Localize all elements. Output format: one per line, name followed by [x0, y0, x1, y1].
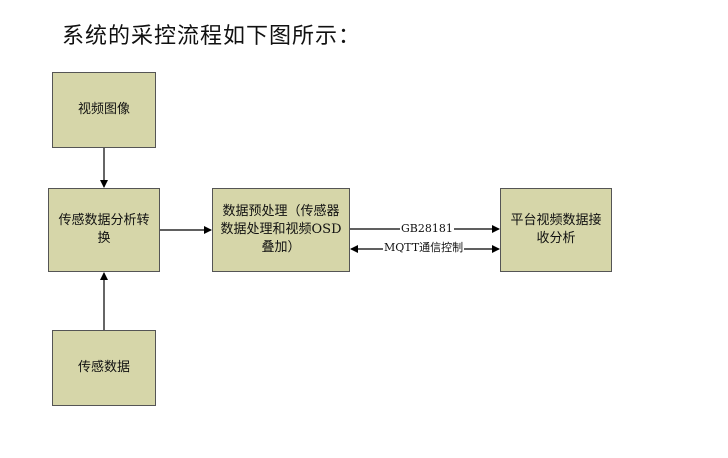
node-platform-analysis: 平台视频数据接收分析: [500, 188, 612, 272]
node-data-preprocessing: 数据预处理（传感器数据处理和视频OSD叠加）: [212, 188, 350, 272]
node-platform-analysis-label: 平台视频数据接收分析: [510, 213, 602, 246]
node-sensor-data-conversion: 传感数据分析转换: [48, 188, 160, 272]
edge-label-mqtt: MQTT通信控制: [383, 241, 465, 254]
node-sensor-data-conversion-label: 传感数据分析转换: [58, 213, 150, 246]
page-title: 系统的采控流程如下图所示：: [62, 24, 362, 49]
edge-label-gb28181: GB28181: [400, 222, 454, 235]
node-video-image: 视频图像: [52, 72, 156, 148]
node-video-image-label: 视频图像: [77, 102, 130, 117]
node-data-preprocessing-label: 数据预处理（传感器数据处理和视频OSD叠加）: [220, 204, 342, 255]
node-sensor-data-label: 传感数据: [77, 360, 130, 375]
node-sensor-data: 传感数据: [52, 330, 156, 406]
